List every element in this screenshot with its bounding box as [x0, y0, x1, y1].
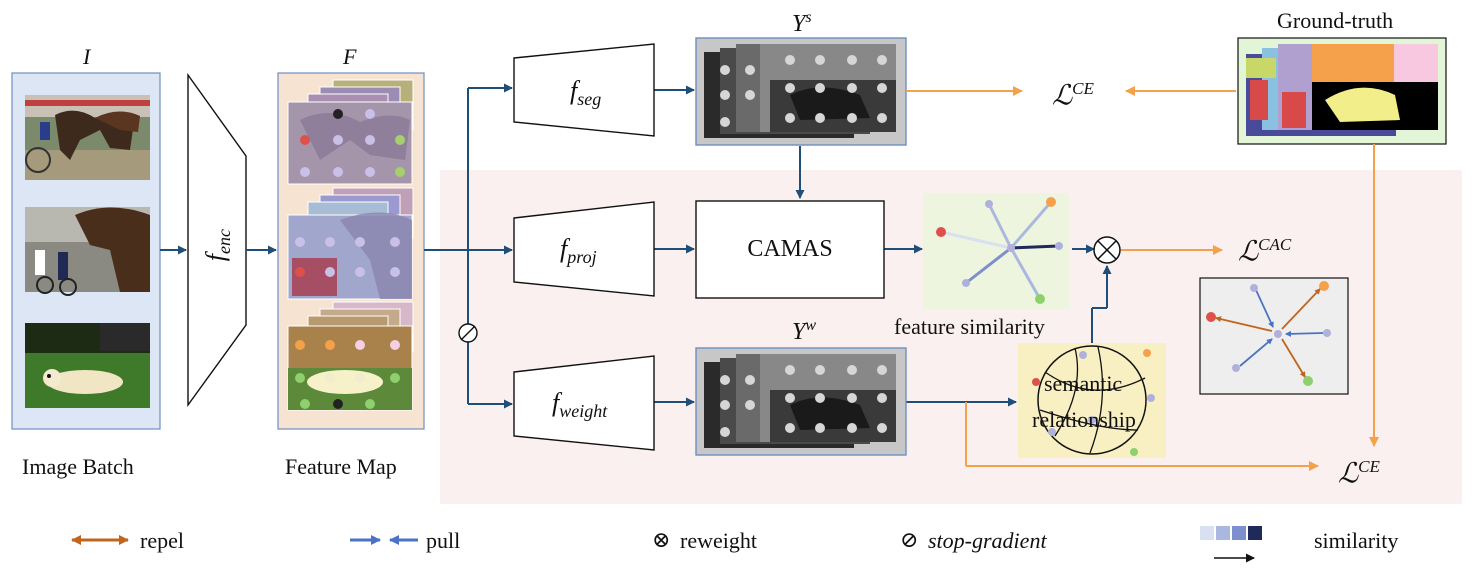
feature-map-caption: Feature Map — [285, 454, 397, 479]
camas-block — [695, 200, 885, 299]
seg-head-label: fseg — [570, 76, 602, 110]
cac-loss: ℒCAC — [1238, 235, 1292, 268]
feature-symbol: F — [343, 44, 357, 69]
ce-loss-top: ℒCE — [1052, 79, 1094, 112]
semantic-relationship-panel — [1018, 343, 1166, 458]
legend-repel-label: repel — [140, 528, 184, 553]
encoder-label: fenc — [200, 228, 235, 262]
loss-flow-lines — [906, 86, 1379, 471]
proj-head-label: fproj — [560, 234, 597, 268]
image-horse-race — [25, 95, 150, 180]
legend-reweight-symbol: ⊗ — [652, 527, 671, 552]
camas-label: CAMAS — [747, 236, 833, 262]
cac-loss-panel — [1199, 277, 1349, 395]
feature-similarity-caption: feature similarity — [894, 314, 1045, 339]
legend-similarity-scale — [1200, 526, 1262, 563]
ce-loss-bottom: ℒCE — [1338, 457, 1380, 490]
feature-dots — [295, 109, 405, 409]
seg-head-block — [513, 43, 655, 137]
ground-truth-panel — [1237, 37, 1447, 145]
legend-stop-gradient-label: stop-gradient — [928, 528, 1047, 553]
image-dog-grass — [25, 323, 150, 408]
legend-stop-symbol: ⊘ — [900, 527, 919, 552]
image-symbol: I — [83, 44, 91, 69]
yw-label: Yw — [792, 317, 817, 345]
ys-label: Ys — [792, 9, 812, 37]
reweight-operator — [1093, 236, 1121, 264]
ground-truth-label: Ground-truth — [1277, 8, 1394, 33]
encoder-block — [187, 72, 247, 408]
legend-similarity-label: similarity — [1314, 528, 1399, 553]
stop-gradient-marker — [458, 323, 478, 343]
ys-prediction-panel — [695, 37, 907, 146]
legend-reweight-label: reweight — [680, 528, 757, 553]
semantic-caption-line1: semantic — [1044, 371, 1123, 396]
legend-pull-label: pull — [426, 528, 461, 553]
proj-head-block — [513, 201, 655, 297]
image-batch-caption: Image Batch — [22, 454, 134, 479]
weight-head-label: fweight — [552, 388, 608, 422]
semantic-caption-line2: relationship — [1032, 407, 1136, 432]
yw-prediction-panel — [695, 347, 907, 456]
feature-similarity-panel — [923, 193, 1069, 309]
main-flow-lines — [160, 83, 1112, 409]
weight-head-block — [513, 355, 655, 451]
feature-stack-2 — [287, 187, 414, 300]
image-horse-cyclists — [25, 207, 150, 296]
